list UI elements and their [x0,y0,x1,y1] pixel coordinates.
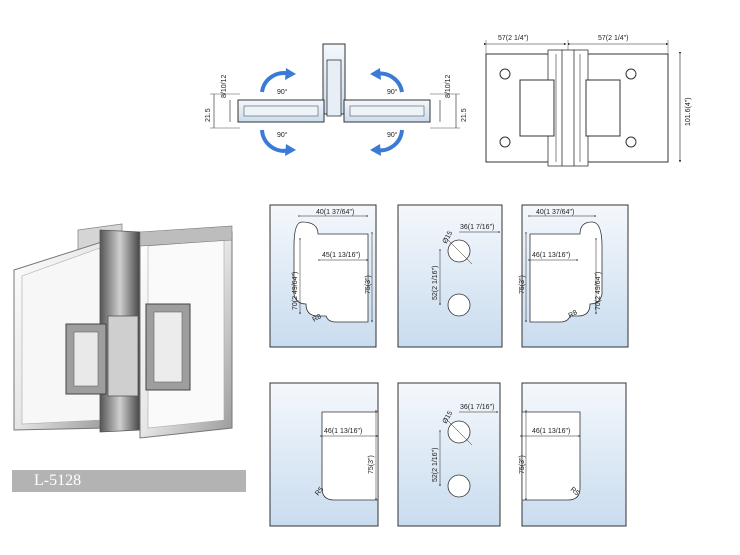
a3-height-outer: 70(2 49/64") [595,272,602,310]
b3-height: 75(3") [519,455,526,474]
dim-height-right: 21.5 [461,108,468,122]
front-width-left: 57(2 1/4") [498,35,529,42]
cutout-a3: 40(1 37/64") 46(1 13/16") 75(3") 70(2 49… [519,204,629,348]
b2-hole-bottom [447,474,471,498]
a1-width: 40(1 37/64") [316,209,354,216]
a1-height: 75(3") [365,275,372,294]
a3-height: 75(3") [519,275,526,294]
a3-width: 40(1 37/64") [536,209,574,216]
arrowhead-bottom-right [370,144,381,156]
cutout-b3: 46(1 13/16") 75(3") R5 [519,382,627,527]
cutout-a2: Ø15 36(1 7/16") 52(2 1/16") [397,204,503,348]
b1-inner: 46(1 13/16") [324,428,362,435]
dim-glass-left: 8/10/12 [221,75,228,98]
b1-radius: R5 [314,486,325,497]
angle-label-bottom-left: 90° [277,131,288,139]
screw-hole-tl [499,68,511,80]
angle-label-top-left: 90° [277,88,288,96]
cutout-b2: Ø15 36(1 7/16") 52(2 1/16") [397,382,501,527]
angle-label-bottom-right: 90° [387,131,398,139]
arrowhead-bottom-left [285,144,296,156]
b3-inner: 46(1 13/16") [532,428,570,435]
a3-radius: R8 [568,309,579,320]
dim-glass-right: 8/10/12 [445,75,452,98]
right-glass-slot [349,105,425,117]
front-leaf-right [585,79,621,137]
cutout-a1: 40(1 37/64") 45(1 13/16") 70(2 49/64") 7… [269,204,377,348]
b1-height: 75(3") [368,455,375,474]
hinge-body-center [326,59,342,117]
screw-hole-bl [499,136,511,148]
front-view: 57(2 1/4") 57(2 1/4") 101.6(4") [484,35,692,167]
dim-height-left: 21.5 [205,108,212,122]
left-glass-slot [243,105,319,117]
b2-offset: 36(1 7/16") [460,404,494,411]
cutout-b1: 46(1 13/16") 75(3") R5 [269,382,379,527]
top-view: 90° 90° 90° 90° 21.5 8/10/12 21.5 8/10/1… [205,43,468,156]
a1-inner: 45(1 13/16") [322,252,360,259]
angle-label-top-right: 90° [387,88,398,96]
a2-hole-bottom [447,293,471,317]
b2-spacing: 52(2 1/16") [432,448,439,482]
a2-offset: 36(1 7/16") [460,224,494,231]
b3-radius: R5 [569,486,580,497]
front-width-right: 57(2 1/4") [598,35,629,42]
arrowhead-top-right [370,68,381,80]
model-label: L-5128 [12,470,246,492]
screw-hole-br [625,136,637,148]
front-leaf-left [519,79,555,137]
a1-height-outer: 70(2 49/64") [292,272,299,310]
a1-radius: R8 [312,313,323,324]
a3-inner: 46(1 13/16") [532,252,570,259]
screw-hole-tr [625,68,637,80]
a2-spacing: 52(2 1/16") [432,266,439,300]
product-image [13,223,233,439]
front-height: 101.6(4") [685,97,692,126]
arrowhead-top-left [285,68,296,80]
